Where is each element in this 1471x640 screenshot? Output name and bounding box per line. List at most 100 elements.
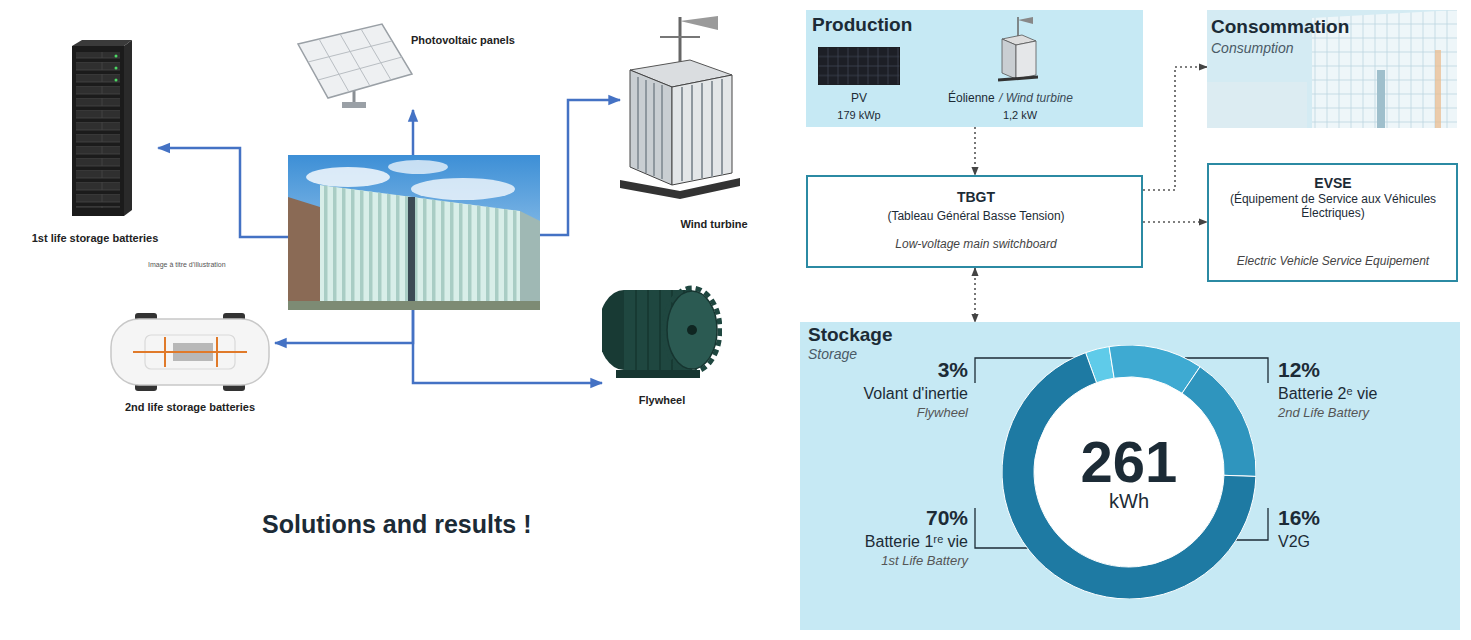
drawing-shape [320, 185, 520, 310]
production-box: ProductionPV179 kWpÉolienne/ Wind turbin… [806, 10, 1143, 127]
drawing-shape [653, 83, 655, 176]
power-value: 1,2 kW [1003, 109, 1037, 122]
drawing-shape [114, 79, 117, 82]
picture-label: Flywheel [639, 394, 685, 407]
consumption-box: ConsommationConsumption [1207, 10, 1457, 128]
solar-panel-icon [818, 47, 900, 85]
drawing-shape [1016, 41, 1036, 79]
dotted-arrow [974, 268, 976, 322]
drawing-shape [319, 39, 349, 92]
drawing-shape [1377, 70, 1385, 128]
drawing-shape [298, 24, 412, 98]
source-name: Éolienne [948, 92, 995, 106]
picture-node: 2nd life storage batteries [105, 313, 275, 414]
drawing-shape [721, 79, 723, 175]
panel-subheading: Consumption [1211, 40, 1294, 56]
picture-node: Wind turbine [620, 15, 740, 231]
image-caption: Image à titre d'illustration [148, 261, 226, 269]
donut-segment [1182, 367, 1256, 477]
drawing-shape [114, 55, 117, 58]
charger-box: EVSE (Équipement de Service aux Véhicules… [1207, 163, 1458, 282]
flow-arrow [412, 110, 415, 155]
dotted-arrow [1143, 67, 1207, 190]
drawing-shape [1207, 82, 1307, 128]
drawing-shape [133, 337, 247, 367]
dotted-arrow [1143, 221, 1207, 223]
drawing-shape [620, 178, 740, 199]
box-heading: EVSE [1314, 175, 1351, 191]
wind-turbine-icon [998, 17, 1038, 85]
donut-segment [1109, 345, 1200, 393]
donut-chart: 261kWh [1002, 345, 1256, 599]
source-name: / Wind turbine [999, 92, 1073, 106]
drawing-shape [701, 83, 703, 178]
drawing-shape [711, 81, 713, 177]
drawing-shape [72, 46, 124, 216]
box-text: Electric Vehicle Service Equipement [1237, 255, 1429, 269]
solar-panel-picture [290, 22, 415, 110]
drawing-shape [72, 40, 132, 46]
drawing-shape [408, 197, 415, 310]
picture-label: 2nd life storage batteries [125, 401, 255, 414]
drawing-shape [306, 167, 390, 187]
drawing-shape [520, 211, 540, 310]
flow-arrow [413, 310, 602, 383]
power-value: 179 kWp [837, 109, 880, 122]
drawing-shape [318, 57, 402, 80]
drawing-shape [124, 40, 132, 216]
total-value: 261 [1081, 433, 1178, 491]
drawing-shape [818, 47, 900, 85]
flow-arrow [158, 148, 288, 237]
drawing-shape [616, 370, 700, 378]
drawing-shape [638, 77, 722, 181]
drawing-shape [998, 77, 1038, 80]
panel-heading: Stockage [808, 324, 892, 346]
drawing-shape [680, 16, 718, 30]
drawing-shape [361, 29, 391, 80]
drawing-shape [1018, 17, 1033, 24]
drawing-shape [1435, 50, 1441, 128]
panel-heading: Consommation [1211, 16, 1349, 38]
drawing-shape [645, 80, 647, 173]
box-heading: TBGT [957, 189, 995, 205]
storage-band: StockageStorage 261kWh [800, 322, 1460, 630]
drawing-shape [679, 17, 682, 65]
drawing-shape [1207, 10, 1457, 128]
drawing-shape [288, 301, 540, 310]
drawing-shape [660, 36, 700, 38]
drawing-shape [320, 185, 520, 310]
picture-node: Flywheel [602, 282, 722, 407]
drawing-shape [672, 75, 732, 185]
picture-node: 1st life storage batteries [32, 38, 159, 245]
picture-node: Photovoltaic panels [290, 22, 515, 110]
drawing-shape [681, 87, 683, 181]
drawing-shape [308, 41, 392, 62]
drawing-shape [667, 291, 717, 369]
drawing-shape [1034, 377, 1224, 567]
box-text: (Équipement de Service aux Véhicules Éle… [1228, 193, 1438, 221]
drawing-shape [111, 319, 269, 385]
picture-label: 1st life storage batteries [32, 232, 159, 245]
dotted-arrow [974, 127, 976, 175]
drawing-shape [288, 197, 320, 310]
wind-turbine-picture [620, 15, 740, 200]
flow-arrow [275, 310, 413, 343]
donut-segment [1002, 353, 1256, 599]
drawing-shape [411, 178, 515, 200]
drawing-shape [76, 52, 120, 208]
drawing-shape [342, 102, 366, 108]
title-text: Solutions and results ! [262, 510, 531, 539]
picture-label: Wind turbine [680, 218, 747, 231]
drawing-shape [635, 290, 637, 370]
drawing-shape [691, 85, 693, 180]
drawing-shape [1002, 39, 1016, 79]
box-text: (Tableau Général Basse Tension) [887, 210, 1064, 224]
drawing-shape [114, 67, 117, 70]
drawing-shape [687, 325, 697, 335]
flow-arrow [540, 100, 620, 235]
box-text: Low-voltage main switchboard [895, 238, 1056, 252]
drawing-shape [637, 77, 639, 169]
source-name: PV [851, 92, 867, 106]
